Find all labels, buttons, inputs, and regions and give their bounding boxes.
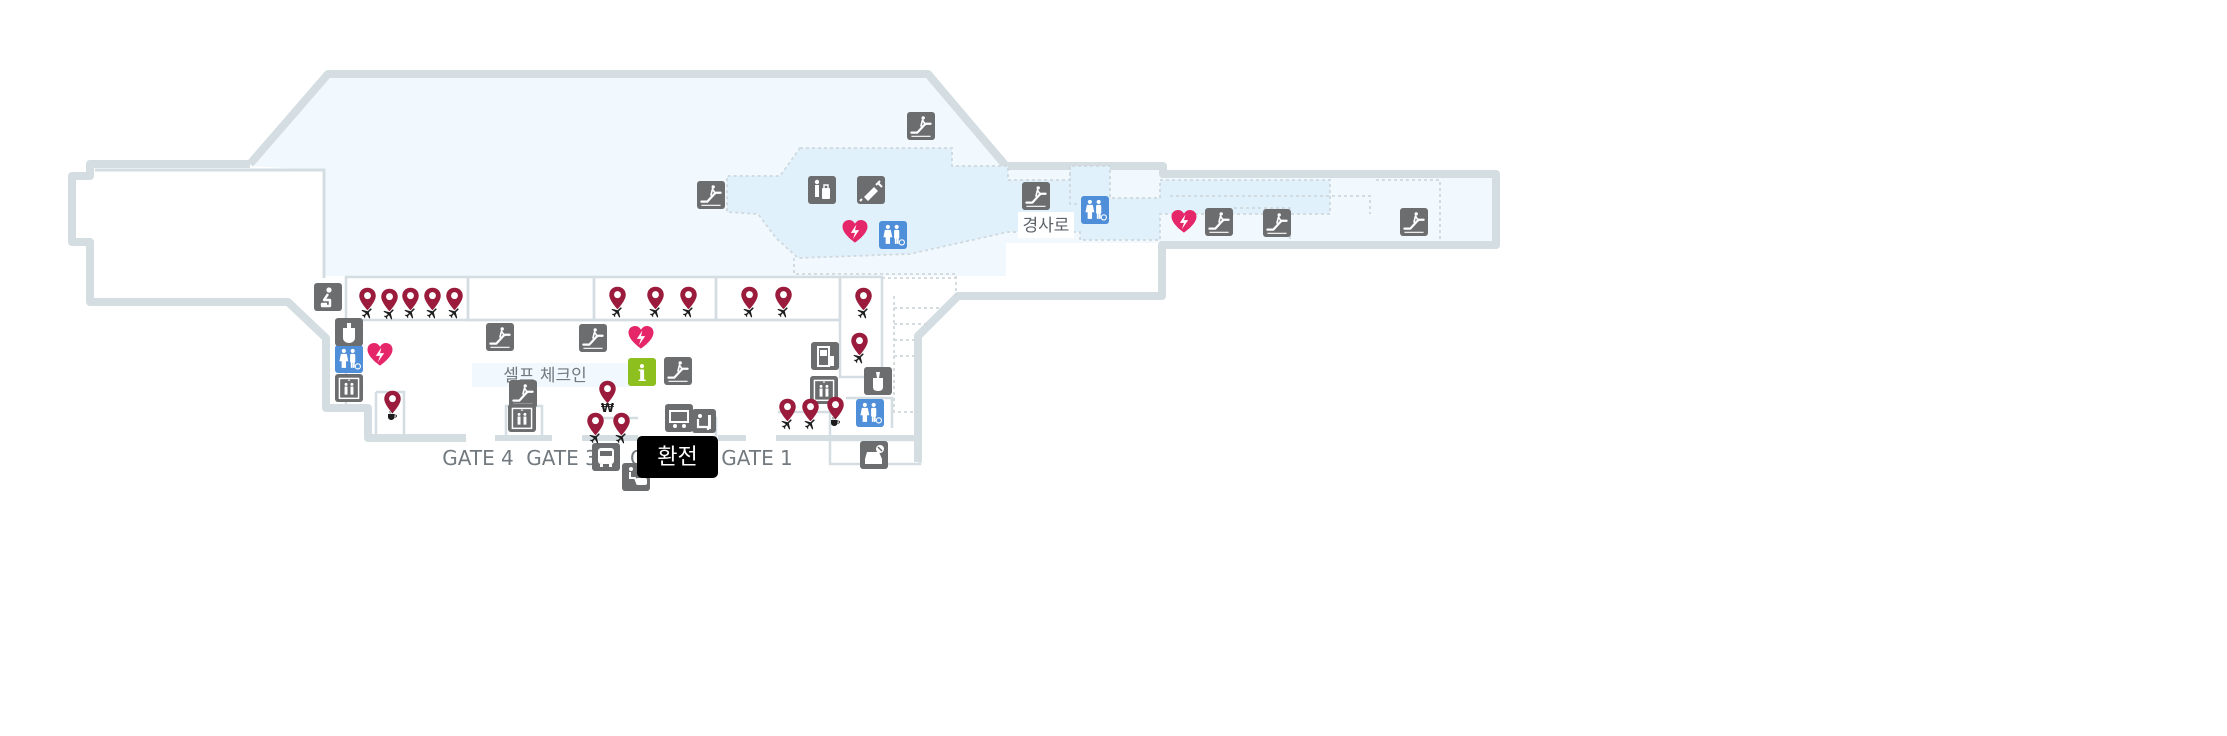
nursing-room-icon[interactable] xyxy=(335,318,363,346)
checkin-pin-icon[interactable] xyxy=(680,286,697,318)
currency-exchange-tooltip: 환전 xyxy=(637,436,718,478)
escalator-icon[interactable] xyxy=(579,324,607,352)
escalator-icon[interactable] xyxy=(1263,209,1291,237)
escalator-icon[interactable] xyxy=(486,323,514,351)
checkin-pin-icon[interactable] xyxy=(779,398,796,430)
escalator-icon[interactable] xyxy=(1022,182,1050,210)
svg-text:i: i xyxy=(638,361,646,387)
checkin-pin-icon[interactable] xyxy=(741,286,758,318)
checkin-pin-icon[interactable] xyxy=(855,287,872,319)
baggage-icon[interactable] xyxy=(808,176,836,204)
ramp-area: 경사로 xyxy=(1018,212,1074,238)
checkin-pin-icon[interactable] xyxy=(402,287,419,319)
restroom-icon[interactable] xyxy=(879,221,907,249)
gate-3-label: GATE 3 xyxy=(526,446,598,470)
information-icon[interactable]: i xyxy=(628,358,656,387)
restroom-icon[interactable] xyxy=(335,345,363,373)
elevator-icon[interactable] xyxy=(335,374,363,402)
cafe-pin-icon[interactable] xyxy=(384,390,401,421)
trolley-icon[interactable] xyxy=(665,404,693,432)
restroom-icon[interactable] xyxy=(1081,196,1109,224)
medical-icon[interactable] xyxy=(857,176,885,204)
escalator-icon[interactable] xyxy=(509,380,537,408)
checkin-pin-icon[interactable] xyxy=(446,287,463,319)
restroom-icon[interactable] xyxy=(856,399,884,427)
checkin-pin-icon[interactable] xyxy=(424,287,441,319)
aed-icon[interactable] xyxy=(628,326,654,349)
checkin-pin-icon[interactable] xyxy=(647,286,664,318)
checkin-pin-icon[interactable] xyxy=(851,332,868,364)
escalator-icon[interactable] xyxy=(1205,208,1233,236)
tooltip-label: 환전 xyxy=(657,445,697,470)
escalator-icon[interactable] xyxy=(664,357,692,385)
checkin-pin-icon[interactable] xyxy=(802,398,819,430)
checkin-pin-icon[interactable] xyxy=(381,288,398,320)
service-icons: i xyxy=(314,176,892,491)
kiosk-icon[interactable] xyxy=(811,342,839,370)
escalator-icon[interactable] xyxy=(697,181,725,209)
gate-labels: GATE 4 GATE 3 GA GATE 1 xyxy=(442,446,793,470)
elevator-icon[interactable] xyxy=(508,404,536,432)
checkin-pin-icon[interactable] xyxy=(775,286,792,318)
escalator-icon[interactable] xyxy=(1400,208,1428,236)
taxi-icon[interactable] xyxy=(860,441,888,469)
bus-icon[interactable] xyxy=(592,443,620,471)
ramp-label: 경사로 xyxy=(1023,216,1070,236)
terminal-outline xyxy=(68,70,1500,466)
nursing-room-icon[interactable] xyxy=(864,367,892,395)
aed-icon[interactable] xyxy=(367,343,393,366)
checkin-pin-icon[interactable] xyxy=(609,286,626,318)
checkin-pin-icon[interactable] xyxy=(359,287,376,319)
lounge-icon[interactable] xyxy=(692,409,716,433)
prayer-room-icon[interactable] xyxy=(314,283,342,311)
gate-1-label: GATE 1 xyxy=(721,446,793,470)
escalator-icon[interactable] xyxy=(907,112,935,140)
svg-text:₩: ₩ xyxy=(601,401,615,415)
gate-4-label: GATE 4 xyxy=(442,446,514,470)
exchange-pin-icon[interactable]: ₩ xyxy=(599,380,616,415)
